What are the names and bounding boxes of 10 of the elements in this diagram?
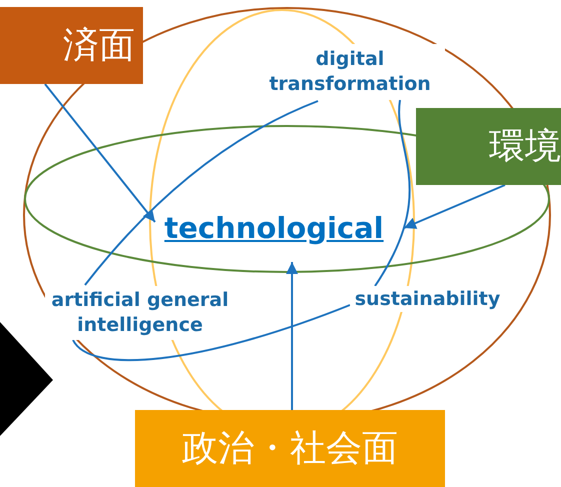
label-box: 政治・社会面 (135, 410, 445, 487)
arrow (44, 83, 156, 223)
connector-line (72, 304, 350, 361)
arrow (404, 184, 506, 229)
connector-line (84, 100, 318, 286)
label-box: 環境 (416, 108, 561, 185)
arrow (286, 262, 298, 410)
keyword-text: technological (152, 208, 396, 250)
connector-line (374, 100, 411, 287)
label-box: 済面 (0, 7, 143, 84)
